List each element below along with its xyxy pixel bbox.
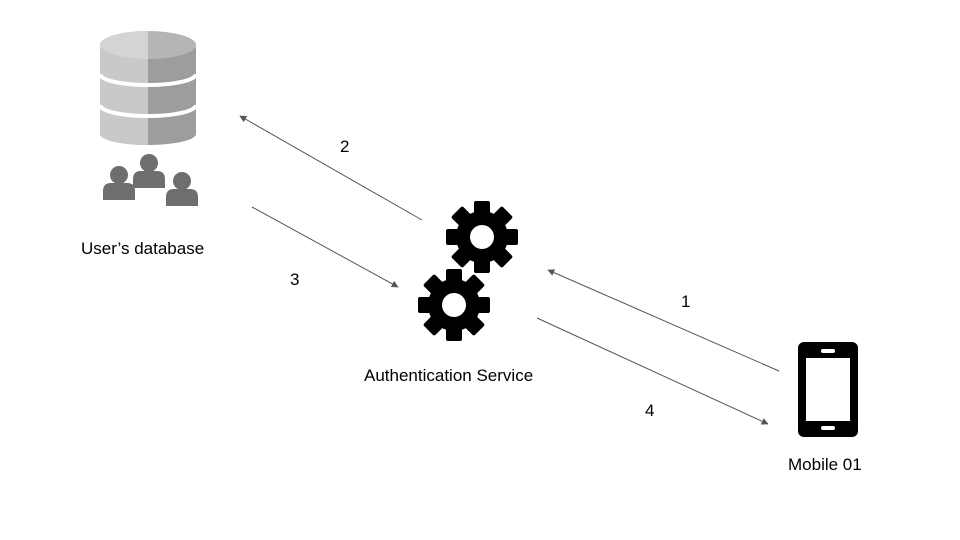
users-icon (103, 154, 198, 206)
auth-service-label: Authentication Service (364, 366, 534, 385)
gears-icon (418, 201, 518, 341)
arrow-step-1 (547, 269, 780, 372)
step-number-1: 1 (681, 292, 691, 311)
step-number-3: 3 (290, 270, 300, 289)
database-icon (98, 31, 198, 145)
mobile-label: Mobile 01 (788, 455, 862, 474)
mobile-phone-icon (798, 342, 858, 437)
step-number-2: 2 (340, 137, 350, 156)
arrow-step-4 (536, 317, 769, 425)
arrow-step-2 (239, 115, 423, 221)
database-label: User’s database (81, 239, 205, 258)
step-number-4: 4 (645, 401, 655, 420)
arrow-step-3 (251, 206, 399, 288)
